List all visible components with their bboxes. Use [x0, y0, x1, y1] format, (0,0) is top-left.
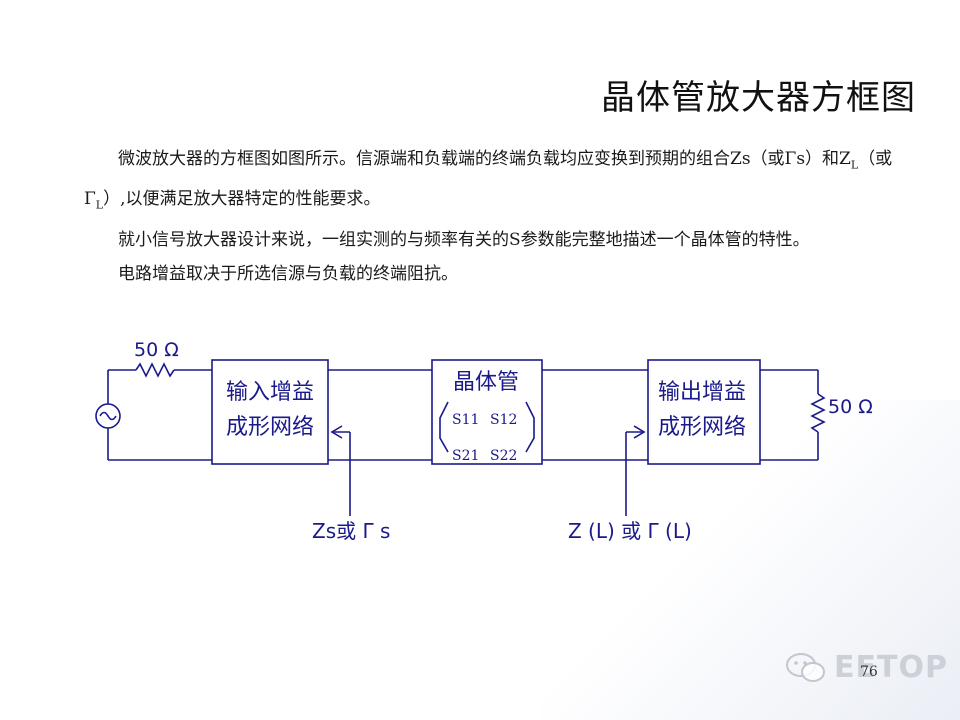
paragraph-1-part-1: 微波放大器的方框图如图所示。信源端和负载端的终端负载均应变换到预期的组合Z [118, 149, 742, 169]
paragraph-1-part-2: s（或Γs）和Z [741, 149, 851, 169]
s22-label: S22 [490, 448, 517, 464]
load-resistor [810, 393, 826, 433]
paragraph-1-part-3: （或Γ [84, 149, 893, 210]
paragraph-1-part-4: ）,以便满足放大器特定的性能要求。 [103, 189, 381, 210]
wechat-icon [786, 652, 825, 682]
transistor-title: 晶体管 [453, 370, 519, 395]
paragraph-3: 电路增益取决于所选信源与负载的终端阻抗。 [118, 263, 458, 284]
source-resistor-label: 50 Ω [134, 339, 179, 361]
s12-label: S12 [490, 412, 517, 428]
s11-label: S11 [452, 412, 479, 428]
s-matrix-bracket-left [439, 401, 449, 453]
input-network-line-2: 成形网络 [226, 415, 314, 440]
slide-title: 晶体管放大器方框图 [601, 78, 916, 118]
s21-label: S21 [452, 448, 479, 464]
subscript-l-2: L [95, 198, 104, 212]
body-text: 微波放大器的方框图如图所示。信源端和负载端的终端负载均应变换到预期的组合Zs（或… [84, 142, 914, 291]
zl-arrow-head-icon [633, 425, 646, 439]
watermark-text: EETOP [834, 650, 948, 685]
zs-arrow-head-icon [330, 425, 343, 439]
background-gradient [540, 400, 960, 720]
output-network-box [647, 359, 761, 465]
input-network-line-1: 输入增益 [226, 380, 314, 405]
s-matrix-bracket-right [525, 401, 535, 453]
output-network-line-1: 输出增益 [658, 380, 746, 405]
source-resistor [135, 362, 175, 378]
watermark: EETOP [784, 650, 948, 685]
page-number: 76 [860, 664, 878, 680]
load-resistor-label: 50 Ω [828, 396, 873, 418]
paragraph-1: 微波放大器的方框图如图所示。信源端和负载端的终端负载均应变换到预期的组合Zs（或… [84, 142, 914, 223]
transistor-box [431, 359, 543, 465]
sine-wave-icon [99, 411, 117, 421]
input-network-box [211, 359, 329, 465]
zl-label: Z (L) 或 Γ (L) [568, 519, 692, 543]
subscript-l-1: L [850, 158, 859, 172]
zs-label: Zs或 Γ s [312, 519, 390, 543]
output-network-line-2: 成形网络 [658, 415, 746, 440]
paragraph-2: 就小信号放大器设计来说，一组实测的与频率有关的S参数能完整地描述一个晶体管的特性… [118, 229, 810, 250]
